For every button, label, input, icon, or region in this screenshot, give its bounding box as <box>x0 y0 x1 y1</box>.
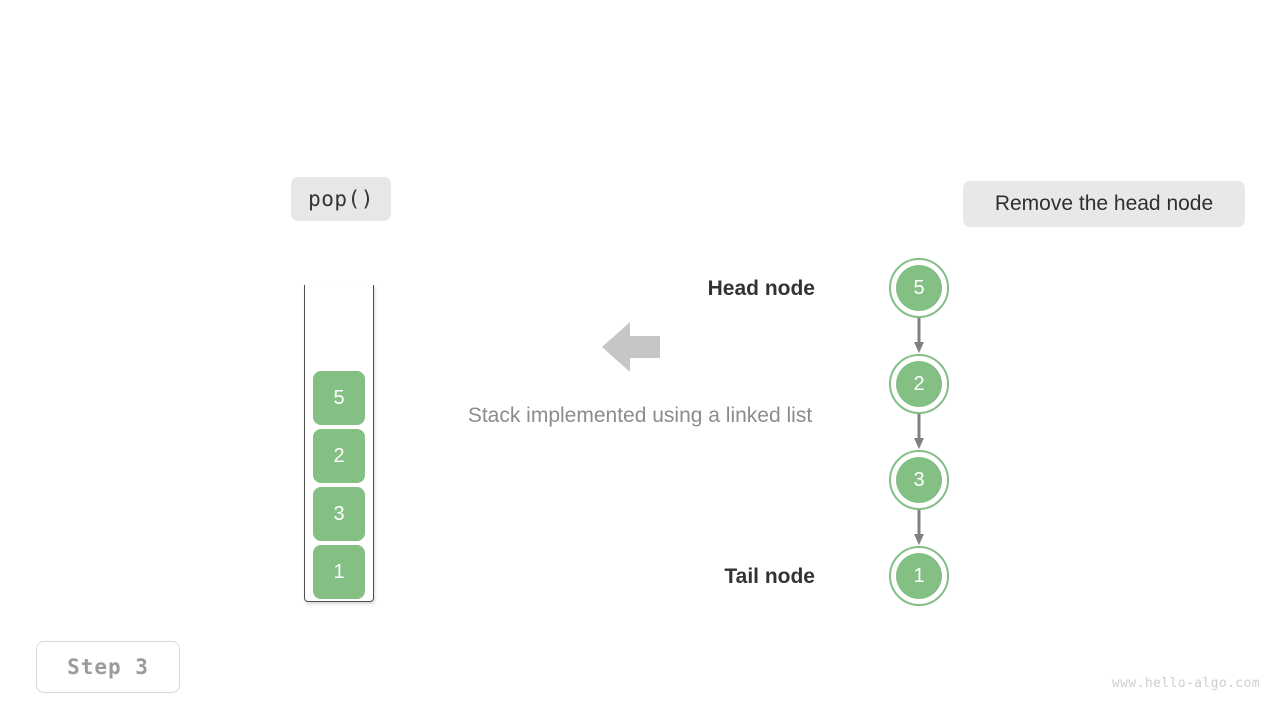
node-link-arrow-icon <box>913 414 925 450</box>
stack-cell: 1 <box>313 545 365 599</box>
stack-cell: 2 <box>313 429 365 483</box>
linked-list-node: 5 <box>889 258 949 318</box>
node-value: 1 <box>896 553 942 599</box>
action-note: Remove the head node <box>963 181 1245 227</box>
caption-text: Stack implemented using a linked list <box>467 404 813 427</box>
node-value: 5 <box>896 265 942 311</box>
operation-label: pop() <box>291 177 391 221</box>
watermark: www.hello-algo.com <box>1111 676 1260 691</box>
linked-list-diagram: 5 2 3 1 <box>889 258 951 608</box>
linked-list-node: 3 <box>889 450 949 510</box>
node-value: 3 <box>896 457 942 503</box>
stack-cell: 5 <box>313 371 365 425</box>
node-value: 2 <box>896 361 942 407</box>
linked-list-node: 2 <box>889 354 949 414</box>
linked-list-node: 1 <box>889 546 949 606</box>
stack-cell-list: 5 2 3 1 <box>304 371 374 599</box>
tail-node-label: Tail node <box>724 565 815 588</box>
node-link-arrow-icon <box>913 318 925 354</box>
stack-cell: 3 <box>313 487 365 541</box>
step-badge: Step 3 <box>36 641 180 693</box>
stack-diagram: 5 2 3 1 <box>304 285 374 602</box>
head-node-label: Head node <box>707 277 815 300</box>
node-link-arrow-icon <box>913 510 925 546</box>
left-arrow-icon <box>602 321 660 373</box>
